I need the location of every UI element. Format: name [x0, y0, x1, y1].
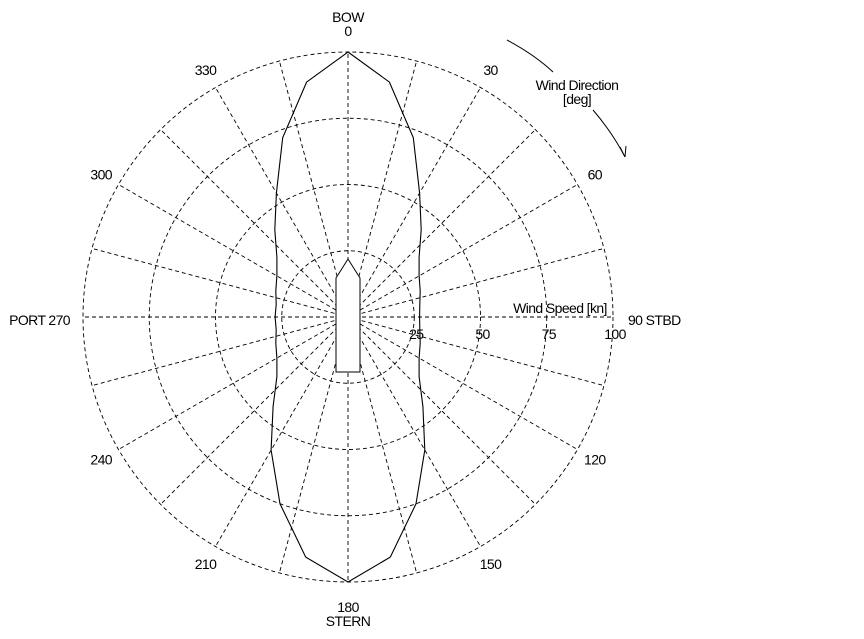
- radial-labels: 25 50 75 100: [409, 326, 627, 342]
- radial-tick-label: 50: [475, 326, 490, 342]
- radial-tick-label: 75: [542, 326, 557, 342]
- angle-label-300: 300: [90, 167, 112, 183]
- grid-spoke: [347, 316, 481, 547]
- grid-spoke: [118, 184, 349, 318]
- angle-label-30: 30: [483, 62, 498, 78]
- grid-spoke: [215, 316, 349, 547]
- capability-curve-group: [270, 51, 426, 583]
- angle-label-150: 150: [480, 556, 502, 572]
- grid-spoke: [215, 87, 349, 318]
- angle-label-90: 90 STBD: [628, 312, 681, 328]
- angle-label-270: PORT 270: [9, 312, 71, 328]
- grid-spoke: [118, 316, 349, 450]
- grid-spoke: [347, 247, 605, 318]
- grid-ring: [215, 184, 481, 450]
- radial-tick-label: 100: [604, 326, 626, 342]
- grid-spoke: [347, 184, 578, 318]
- grid-spoke: [347, 316, 578, 450]
- radial-axis-title: Wind Speed [kn]: [513, 300, 607, 316]
- wind-direction-arrow-icon: [592, 109, 627, 158]
- grid-spoke: [91, 247, 349, 318]
- angle-label-60: 60: [588, 167, 603, 183]
- angle-axis-title-line1: Wind Direction: [536, 77, 619, 93]
- angle-axis-title-line2: [deg]: [563, 91, 591, 107]
- grid-spoke: [347, 129, 536, 318]
- angle-label-180: 180: [337, 599, 359, 615]
- grid-spoke: [278, 60, 349, 318]
- angle-label-120: 120: [584, 452, 606, 468]
- grid-spoke: [347, 60, 418, 318]
- angle-label-0: 0: [344, 23, 352, 39]
- grid-spoke: [91, 316, 349, 387]
- angle-label-stern: STERN: [326, 613, 370, 629]
- capability-curve: [270, 51, 426, 583]
- wind-direction-arc-icon: [506, 39, 554, 73]
- grid-spoke: [160, 129, 349, 318]
- radial-tick-label: 25: [409, 326, 424, 342]
- angle-label-330: 330: [195, 62, 217, 78]
- grid-spoke: [347, 316, 605, 387]
- angle-label-240: 240: [90, 452, 112, 468]
- ship-outline: [335, 258, 361, 373]
- grid-spoke: [347, 316, 536, 505]
- polar-grid: [82, 51, 614, 583]
- grid-spoke: [160, 316, 349, 505]
- grid-spoke: [347, 87, 481, 318]
- angle-label-bow: BOW: [332, 9, 365, 25]
- angle-label-210: 210: [195, 556, 217, 572]
